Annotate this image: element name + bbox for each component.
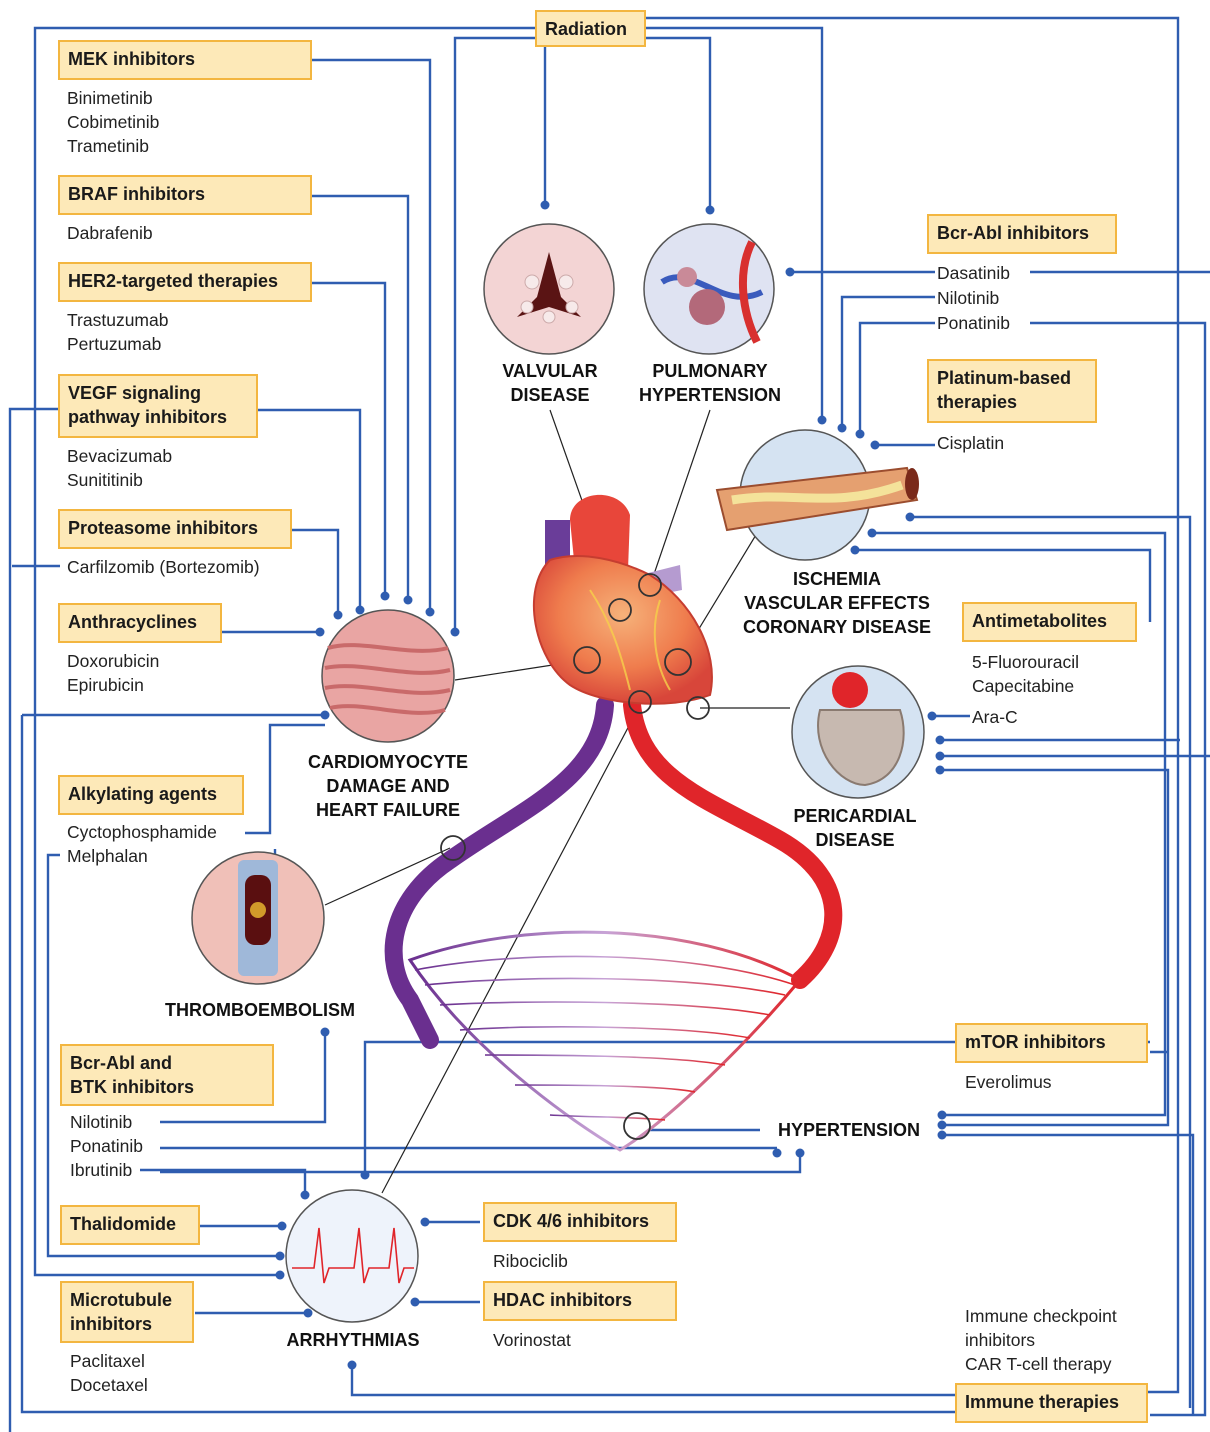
valvular-disease-label: VALVULAR DISEASE bbox=[480, 359, 620, 407]
drug-pertuzumab: Pertuzumab bbox=[67, 332, 161, 356]
drug-nilotinib: Nilotinib bbox=[937, 286, 999, 310]
microtubule-label-line-2: inhibitors bbox=[70, 1312, 184, 1336]
drug-vorinostat: Vorinostat bbox=[493, 1328, 571, 1352]
bcr-abl-inhibitors-box: Bcr-Abl inhibitors bbox=[927, 214, 1117, 254]
mek-inhibitors-box: MEK inhibitors bbox=[58, 40, 312, 80]
anthracyclines-box: Anthracyclines bbox=[58, 603, 222, 643]
drug-everolimus: Everolimus bbox=[965, 1070, 1052, 1094]
vegf-label-line-1: VEGF signaling bbox=[68, 381, 248, 405]
pericardial-line-2: DISEASE bbox=[775, 828, 935, 852]
valvular-disease-figure bbox=[482, 222, 616, 356]
platinum-therapies-box: Platinum-based therapies bbox=[927, 359, 1097, 423]
drug-ibrutinib: Ibrutinib bbox=[70, 1158, 132, 1182]
bcr-abl-btk-inhibitors-box: Bcr-Abl and BTK inhibitors bbox=[60, 1044, 274, 1106]
drug-ponatinib-btk: Ponatinib bbox=[70, 1134, 143, 1158]
drug-sunititinib: Sunititinib bbox=[67, 468, 143, 492]
thromboembolism-label: THROMBOEMBOLISM bbox=[140, 998, 380, 1022]
thalidomide-box: Thalidomide bbox=[60, 1205, 200, 1245]
proteasome-inhibitors-box: Proteasome inhibitors bbox=[58, 509, 292, 549]
cardiomyocyte-line-3: HEART FAILURE bbox=[288, 798, 488, 822]
valvular-line-2: DISEASE bbox=[480, 383, 620, 407]
drug-dasatinib: Dasatinib bbox=[937, 261, 1010, 285]
valvular-line-1: VALVULAR bbox=[480, 359, 620, 383]
drug-paclitaxel: Paclitaxel bbox=[70, 1349, 145, 1373]
vegf-label-line-2: pathway inhibitors bbox=[68, 405, 248, 429]
drug-trametinib: Trametinib bbox=[67, 134, 149, 158]
drug-cisplatin: Cisplatin bbox=[937, 431, 1004, 455]
drug-carfilzomib: Carfilzomib (Bortezomib) bbox=[67, 555, 260, 579]
drug-trastuzumab: Trastuzumab bbox=[67, 308, 168, 332]
drug-ribociclib: Ribociclib bbox=[493, 1249, 568, 1273]
hypertension-label: HYPERTENSION bbox=[762, 1118, 936, 1142]
her2-therapies-box: HER2-targeted therapies bbox=[58, 262, 312, 302]
pulmonary-line-2: HYPERTENSION bbox=[620, 383, 800, 407]
arrhythmia-ecg-figure bbox=[284, 1188, 420, 1324]
mtor-inhibitors-box: mTOR inhibitors bbox=[955, 1023, 1148, 1063]
immune-checkpoint-line-1: Immune checkpoint bbox=[965, 1304, 1117, 1328]
drug-ara-c: Ara-C bbox=[972, 705, 1018, 729]
arrhythmias-label: ARRHYTHMIAS bbox=[268, 1328, 438, 1352]
drug-docetaxel: Docetaxel bbox=[70, 1373, 148, 1397]
drug-capecitabine: Capecitabine bbox=[972, 674, 1074, 698]
drug-melphalan: Melphalan bbox=[67, 844, 148, 868]
drug-5-fluorouracil: 5-Fluorouracil bbox=[972, 650, 1079, 674]
pulmonary-line-1: PULMONARY bbox=[620, 359, 800, 383]
microtubule-inhibitors-box: Microtubule inhibitors bbox=[60, 1281, 194, 1343]
cardiomyocyte-line-1: CARDIOMYOCYTE bbox=[288, 750, 488, 774]
drug-cobimetinib: Cobimetinib bbox=[67, 110, 159, 134]
drug-binimetinib: Binimetinib bbox=[67, 86, 153, 110]
antimetabolites-box: Antimetabolites bbox=[962, 602, 1137, 642]
cdk46-inhibitors-box: CDK 4/6 inhibitors bbox=[483, 1202, 677, 1242]
drug-epirubicin: Epirubicin bbox=[67, 673, 144, 697]
ischemia-line-1: ISCHEMIA bbox=[722, 567, 952, 591]
drug-doxorubicin: Doxorubicin bbox=[67, 649, 159, 673]
vegf-inhibitors-box: VEGF signaling pathway inhibitors bbox=[58, 374, 258, 438]
bcr-abl-btk-label-line-1: Bcr-Abl and bbox=[70, 1051, 264, 1075]
immune-therapies-box: Immune therapies bbox=[955, 1383, 1148, 1423]
microtubule-label-line-1: Microtubule bbox=[70, 1288, 184, 1312]
immune-checkpoint-line-2: inhibitors bbox=[965, 1328, 1035, 1352]
pulmonary-hypertension-figure bbox=[642, 222, 776, 356]
drug-dabrafenib: Dabrafenib bbox=[67, 221, 153, 245]
drug-cyctophosphamide: Cyctophosphamide bbox=[67, 820, 217, 844]
thromboembolism-figure bbox=[190, 850, 326, 986]
car-t-cell-therapy: CAR T-cell therapy bbox=[965, 1352, 1112, 1376]
radiation-box: Radiation bbox=[535, 10, 646, 47]
drug-ponatinib: Ponatinib bbox=[937, 311, 1010, 335]
hdac-inhibitors-box: HDAC inhibitors bbox=[483, 1281, 677, 1321]
alkylating-agents-box: Alkylating agents bbox=[58, 775, 244, 815]
platinum-label-line-1: Platinum-based bbox=[937, 366, 1087, 390]
pericardial-line-1: PERICARDIAL bbox=[775, 804, 935, 828]
cardiomyocyte-figure bbox=[320, 608, 456, 744]
pericardial-disease-figure bbox=[790, 660, 926, 800]
bcr-abl-btk-label-line-2: BTK inhibitors bbox=[70, 1075, 264, 1099]
ischemia-line-2: VASCULAR EFFECTS bbox=[722, 591, 952, 615]
braf-inhibitors-box: BRAF inhibitors bbox=[58, 175, 312, 215]
pulmonary-hypertension-label: PULMONARY HYPERTENSION bbox=[620, 359, 800, 407]
artery-plaque-figure bbox=[712, 460, 922, 540]
drug-bevacizumab: Bevacizumab bbox=[67, 444, 172, 468]
ischemia-label: ISCHEMIA VASCULAR EFFECTS CORONARY DISEA… bbox=[722, 567, 952, 639]
pericardial-disease-label: PERICARDIAL DISEASE bbox=[775, 804, 935, 852]
drug-nilotinib-btk: Nilotinib bbox=[70, 1110, 132, 1134]
platinum-label-line-2: therapies bbox=[937, 390, 1087, 414]
cardiomyocyte-line-2: DAMAGE AND bbox=[288, 774, 488, 798]
ischemia-line-3: CORONARY DISEASE bbox=[722, 615, 952, 639]
cardiomyocyte-damage-label: CARDIOMYOCYTE DAMAGE AND HEART FAILURE bbox=[288, 750, 488, 822]
